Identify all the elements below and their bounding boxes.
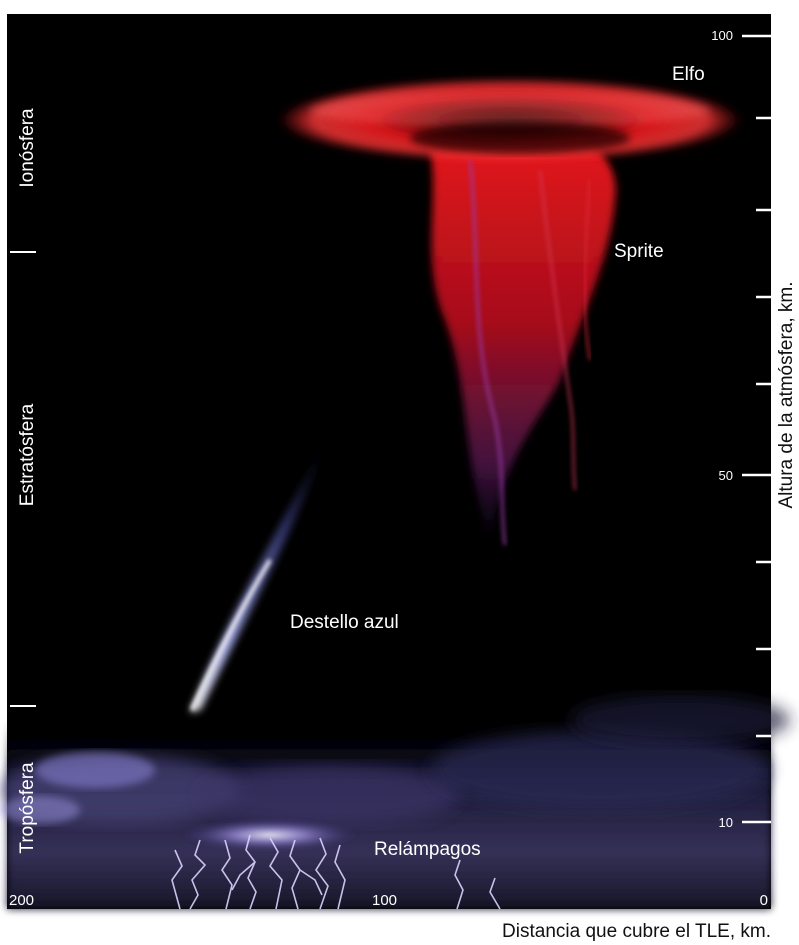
- altitude-tick-50: 50: [719, 468, 733, 483]
- blue-jet: [190, 442, 325, 712]
- altitude-tick-100: 100: [711, 28, 733, 43]
- altitude-tick-10: 10: [719, 815, 733, 830]
- distance-tick-100: 100: [372, 892, 397, 909]
- layer-boundaries: [10, 251, 36, 707]
- label-lightning: Relámpagos: [374, 839, 481, 860]
- sprite: [430, 140, 616, 546]
- layer-label-ionosphere: Ionósfera: [17, 108, 38, 188]
- altitude-axis: [742, 34, 771, 824]
- label-blue-jet: Destello azul: [290, 612, 399, 633]
- altitude-axis-title: Altura de la atmósfera, km.: [776, 281, 797, 508]
- distance-axis-title: Distancia que cubre el TLE, km.: [502, 921, 771, 942]
- label-sprite: Sprite: [614, 241, 664, 262]
- label-elf: Elfo: [672, 64, 705, 85]
- lightning-bolts: [171, 834, 501, 910]
- distance-tick-0: 0: [760, 892, 768, 909]
- layer-label-stratosphere: Estratósfera: [17, 403, 38, 506]
- storm-clouds: [0, 695, 790, 909]
- distance-tick-200: 200: [9, 892, 34, 909]
- layer-label-troposphere: Tropósfera: [17, 762, 38, 854]
- elf-halo: [278, 78, 742, 162]
